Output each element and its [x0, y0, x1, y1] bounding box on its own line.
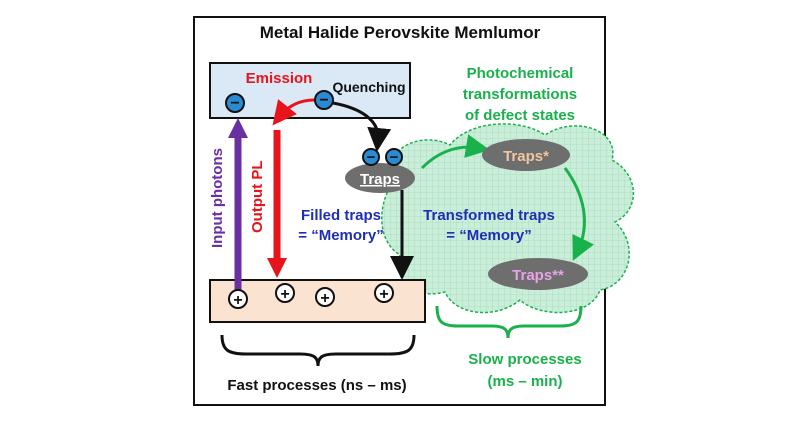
photochem-line2: transformations [463, 86, 577, 103]
hole-symbol: + [280, 286, 289, 303]
hole-vb-1: + [228, 289, 248, 309]
traps-double-star-label: Traps** [512, 267, 564, 284]
output-pl-arrowhead [267, 258, 287, 278]
electron-symbol: − [390, 149, 399, 166]
traps-star-label: Traps* [503, 148, 549, 165]
photochem-line3: of defect states [465, 107, 575, 124]
fast-processes-label: Fast processes (ns – ms) [227, 377, 406, 394]
traps-double-star-ellipse [488, 258, 588, 290]
diagram-title: Metal Halide Perovskite Memlumor [260, 23, 541, 42]
fast-processes-brace [220, 334, 416, 367]
hole-symbol: + [320, 290, 329, 307]
transformed-traps-label: Transformed traps [423, 207, 555, 224]
electron-trap-left: − [362, 148, 380, 166]
photochem-line1: Photochemical [467, 65, 574, 82]
electron-symbol: − [367, 149, 376, 166]
slow-processes-line2: (ms – min) [487, 373, 562, 390]
traps-ellipse [345, 163, 415, 193]
photochem-arrow-2 [563, 167, 595, 261]
hole-vb-3: + [315, 287, 335, 307]
hole-vb-2: + [275, 283, 295, 303]
output-pl-label: Output PL [249, 161, 266, 233]
hole-vb-4: + [374, 283, 394, 303]
transformed-traps-memory-label: = “Memory” [446, 227, 531, 244]
filled-traps-memory-label: = “Memory” [298, 227, 383, 244]
hole-symbol: + [233, 292, 242, 309]
hole-symbol: + [379, 286, 388, 303]
input-photons-arrowhead [228, 118, 248, 138]
electron-trap-right: − [385, 148, 403, 166]
electron-symbol: − [319, 92, 328, 109]
quenching-label: Quenching [332, 79, 405, 95]
quenching-arrow [332, 101, 392, 152]
traps-star-ellipse [482, 139, 570, 171]
traps-label: Traps [360, 171, 400, 188]
photochem-arrow-1 [420, 134, 490, 170]
slow-processes-line1: Slow processes [468, 351, 581, 368]
electron-cb-right: − [314, 90, 334, 110]
filled-traps-label: Filled traps [301, 207, 381, 224]
electron-symbol: − [230, 95, 239, 112]
emission-arrow [272, 98, 315, 126]
slow-processes-brace [435, 305, 583, 339]
emission-label: Emission [246, 70, 313, 87]
electron-cb-left: − [225, 93, 245, 113]
conduction-band [209, 62, 411, 119]
input-photons-label: Input photons [209, 148, 226, 248]
